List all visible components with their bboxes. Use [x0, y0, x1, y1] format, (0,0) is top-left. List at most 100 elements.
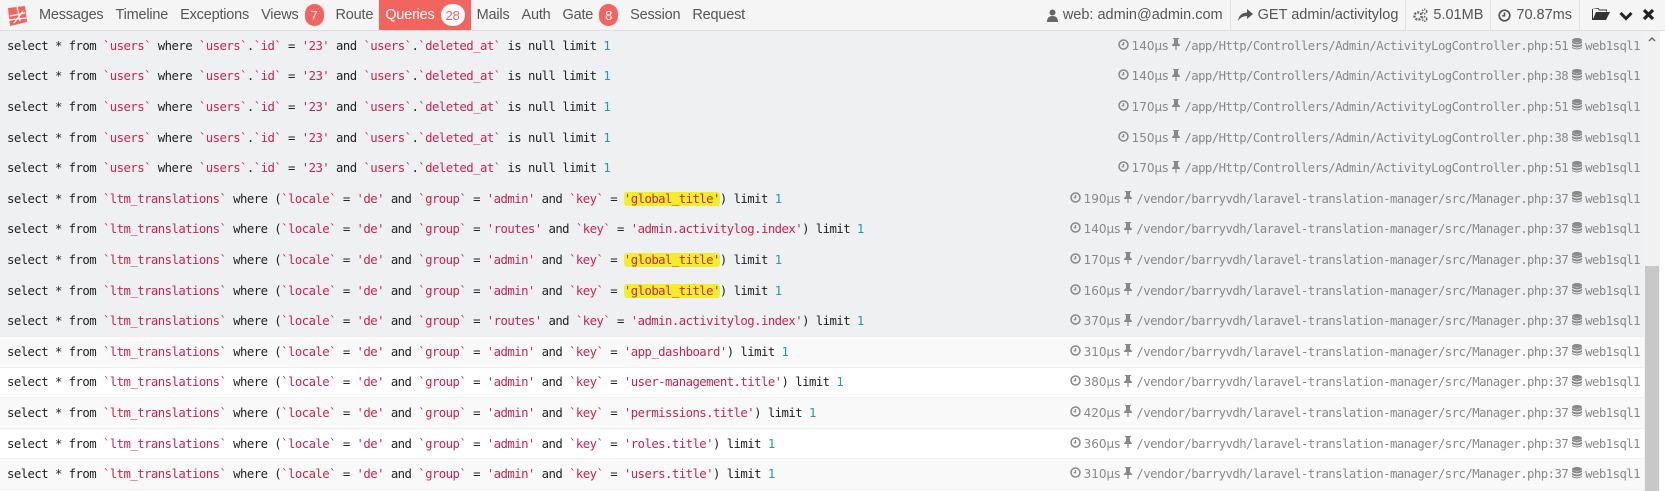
scrollbar-thumb[interactable] — [1645, 266, 1659, 491]
database-icon — [1572, 38, 1583, 53]
sql-text: = — [466, 252, 487, 267]
sql-string: `group` — [418, 283, 467, 298]
memory-label: 5.01MB — [1433, 7, 1484, 23]
query-row[interactable]: select * from `ltm_translations` where (… — [0, 214, 1645, 246]
sql-string: 'de' — [356, 405, 385, 420]
query-source[interactable]: /vendor/barryvdh/laravel-translation-man… — [1136, 252, 1569, 267]
tab-exceptions[interactable]: Exceptions — [174, 0, 255, 30]
query-source[interactable]: /vendor/barryvdh/laravel-translation-man… — [1136, 191, 1569, 206]
tab-auth[interactable]: Auth — [516, 0, 557, 30]
time-indicator[interactable]: 70.87ms — [1490, 0, 1579, 30]
query-sql: select * from `users` where `users`.`id`… — [7, 161, 1118, 175]
query-row[interactable]: select * from `users` where `users`.`id`… — [0, 153, 1645, 184]
sql-text: = — [610, 222, 631, 237]
share-arrow-icon — [1237, 9, 1253, 21]
sql-string: `group` — [418, 252, 467, 267]
tab-label: Exceptions — [180, 7, 250, 23]
sql-string: `users` — [198, 130, 248, 145]
tab-mails[interactable]: Mails — [471, 0, 516, 30]
sql-text: and — [329, 99, 364, 114]
close-icon[interactable] — [1642, 6, 1655, 25]
query-source[interactable]: /app/Http/Controllers/Admin/ActivityLogC… — [1184, 161, 1569, 176]
sql-string: `users` — [363, 69, 412, 84]
query-row[interactable]: select * from `users` where `users`.`id`… — [0, 92, 1645, 123]
sql-number: 1 — [836, 375, 844, 390]
sql-string: 'admin' — [486, 375, 536, 390]
query-row[interactable]: select * from `ltm_translations` where (… — [0, 459, 1645, 490]
query-row[interactable]: select * from `ltm_translations` where (… — [0, 275, 1645, 307]
open-folder-icon[interactable] — [1592, 6, 1610, 25]
sql-string: `locale` — [281, 344, 336, 359]
sql-string: `id` — [253, 130, 282, 145]
sql-text: = — [603, 344, 624, 359]
tab-messages[interactable]: Messages — [33, 0, 110, 30]
sql-text: = — [466, 436, 487, 451]
query-meta: 140μs/app/Http/Controllers/Admin/Activit… — [1117, 38, 1641, 53]
query-source[interactable]: /vendor/barryvdh/laravel-translation-man… — [1136, 467, 1569, 482]
query-row[interactable]: select * from `ltm_translations` where (… — [0, 367, 1645, 399]
sql-string: `users` — [102, 130, 152, 145]
query-row[interactable]: select * from `users` where `users`.`id`… — [0, 61, 1645, 93]
sql-text: = — [466, 405, 487, 420]
sql-string: 'admin' — [486, 252, 536, 267]
clock-icon — [1117, 161, 1129, 175]
queries-panel: select * from `users` where `users`.`id`… — [0, 31, 1665, 491]
query-source[interactable]: /app/Http/Controllers/Admin/ActivityLogC… — [1184, 38, 1569, 53]
sql-text: and — [534, 436, 570, 451]
sql-text: select * from — [7, 375, 103, 390]
time-label: 70.87ms — [1516, 7, 1572, 23]
query-source[interactable]: /app/Http/Controllers/Admin/ActivityLogC… — [1184, 130, 1569, 145]
sql-string: `ltm_translations` — [102, 375, 227, 390]
auth-user-indicator[interactable]: web: admin@admin.com — [1040, 0, 1230, 30]
sql-string: 'permissions.title' — [623, 405, 755, 420]
query-source[interactable]: /vendor/barryvdh/laravel-translation-man… — [1136, 405, 1569, 420]
query-duration: 190μs — [1083, 191, 1121, 206]
query-row[interactable]: select * from `ltm_translations` where (… — [0, 336, 1645, 368]
query-duration: 310μs — [1083, 467, 1121, 482]
query-source[interactable]: /app/Http/Controllers/Admin/ActivityLogC… — [1184, 99, 1569, 114]
query-source[interactable]: /vendor/barryvdh/laravel-translation-man… — [1136, 222, 1569, 237]
sql-text: where ( — [226, 405, 282, 420]
sql-string: `locale` — [281, 191, 336, 206]
sql-text: = — [610, 314, 631, 329]
tab-request[interactable]: Request — [686, 0, 751, 30]
sql-number: 1 — [603, 69, 611, 84]
query-row[interactable]: select * from `users` where `users`.`id`… — [0, 31, 1645, 62]
laravel-logo-icon[interactable] — [3, 0, 31, 31]
query-row[interactable]: select * from `ltm_translations` where (… — [0, 306, 1645, 337]
sql-text: = — [466, 222, 487, 237]
memory-indicator[interactable]: 5.01MB — [1405, 0, 1490, 30]
query-row[interactable]: select * from `ltm_translations` where (… — [0, 245, 1645, 276]
vertical-scrollbar[interactable] — [1644, 31, 1660, 491]
query-source[interactable]: /vendor/barryvdh/laravel-translation-man… — [1136, 375, 1569, 390]
query-source[interactable]: /app/Http/Controllers/Admin/ActivityLogC… — [1184, 69, 1569, 84]
sql-string: `users` — [363, 38, 412, 53]
minimize-chevron-icon[interactable] — [1619, 6, 1633, 25]
query-row[interactable]: select * from `ltm_translations` where (… — [0, 428, 1645, 460]
clock-icon — [1117, 100, 1129, 114]
tab-session[interactable]: Session — [624, 0, 686, 30]
sql-text: and — [383, 375, 419, 390]
query-row[interactable]: select * from `ltm_translations` where (… — [0, 398, 1645, 429]
query-row[interactable]: select * from `users` where `users`.`id`… — [0, 122, 1645, 154]
query-source[interactable]: /vendor/barryvdh/laravel-translation-man… — [1136, 314, 1569, 329]
query-row[interactable]: select * from `ltm_translations` where (… — [0, 183, 1645, 215]
query-source[interactable]: /vendor/barryvdh/laravel-translation-man… — [1136, 436, 1569, 451]
query-source[interactable]: /vendor/barryvdh/laravel-translation-man… — [1136, 283, 1569, 298]
query-source[interactable]: /vendor/barryvdh/laravel-translation-man… — [1136, 344, 1569, 359]
sql-text: = — [281, 38, 302, 53]
sql-string: `ltm_translations` — [102, 467, 227, 482]
tab-route[interactable]: Route — [330, 0, 380, 30]
tab-timeline[interactable]: Timeline — [110, 0, 175, 30]
tab-label: Mails — [476, 7, 510, 23]
scroll-up-arrow-icon[interactable] — [1644, 31, 1660, 47]
route-indicator[interactable]: GET admin/activitylog — [1229, 0, 1406, 30]
sql-string: `group` — [418, 436, 467, 451]
sql-text: where ( — [226, 344, 282, 359]
sql-text: = — [335, 191, 357, 206]
query-connection: web1sql1 — [1585, 38, 1640, 53]
